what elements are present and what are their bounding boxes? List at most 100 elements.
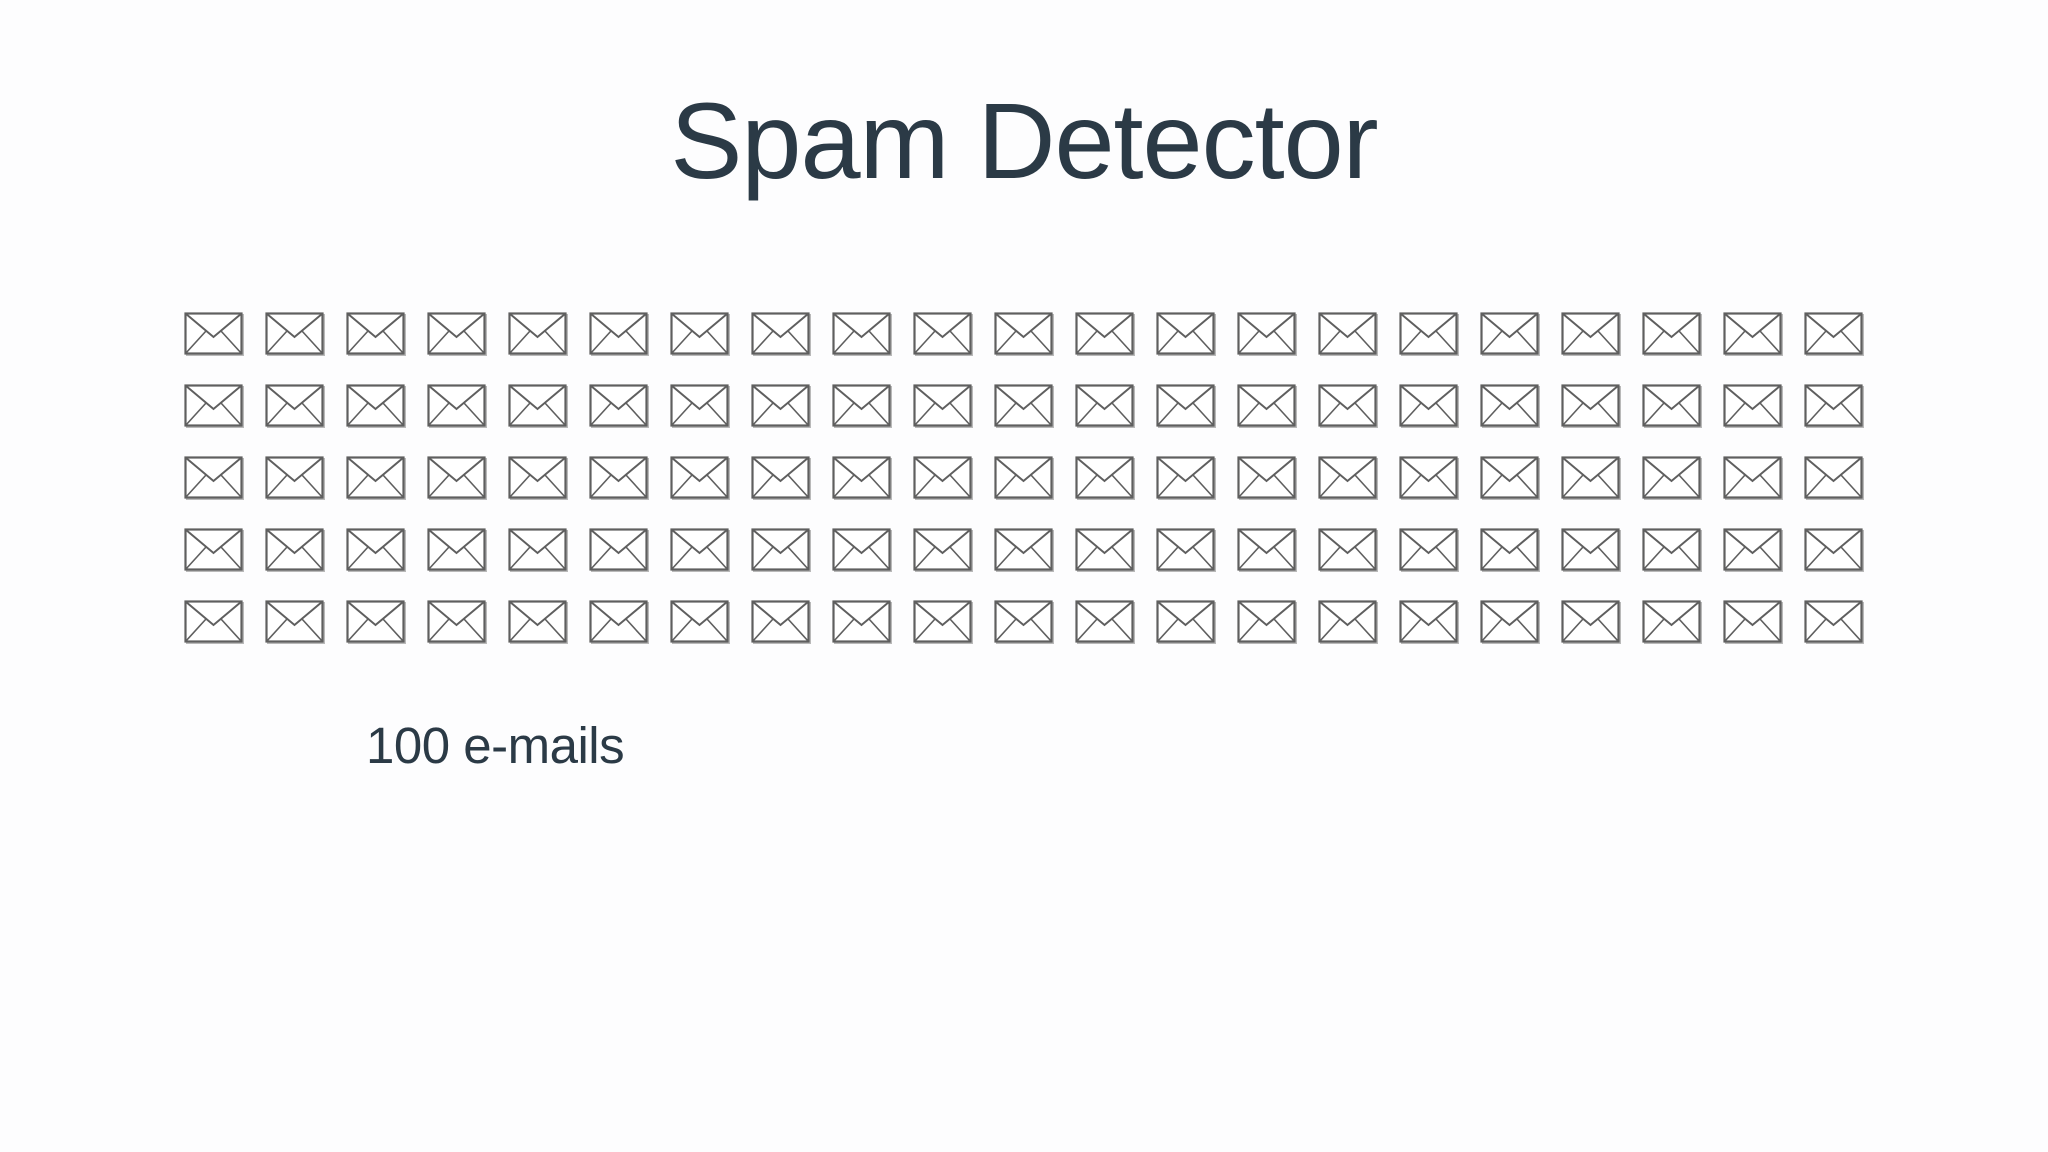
envelope-icon (346, 384, 408, 432)
slide-title: Spam Detector (670, 80, 1378, 201)
envelope-icon (346, 600, 408, 648)
envelope-icon (1804, 528, 1866, 576)
envelope-icon (1480, 528, 1542, 576)
envelope-icon (1318, 456, 1380, 504)
envelope-icon (832, 384, 894, 432)
envelope-icon (1318, 312, 1380, 360)
envelope-icon (1804, 312, 1866, 360)
envelope-icon (427, 312, 489, 360)
envelope-icon (589, 456, 651, 504)
envelope-icon (1561, 456, 1623, 504)
envelope-icon (832, 600, 894, 648)
envelope-icon (832, 528, 894, 576)
envelope-icon (1480, 384, 1542, 432)
envelope-icon (1723, 528, 1785, 576)
envelope-icon (1075, 456, 1137, 504)
envelope-icon (589, 528, 651, 576)
envelope-icon (427, 528, 489, 576)
envelope-icon (994, 312, 1056, 360)
envelope-icon (832, 312, 894, 360)
envelope-icon (265, 600, 327, 648)
envelope-icon (508, 456, 570, 504)
envelope-icon (1480, 456, 1542, 504)
envelope-icon (1561, 384, 1623, 432)
envelope-icon (1318, 528, 1380, 576)
envelope-icon (1723, 600, 1785, 648)
envelope-icon (670, 600, 732, 648)
envelope-icon (1156, 384, 1218, 432)
envelope-icon (427, 384, 489, 432)
envelope-icon (589, 312, 651, 360)
envelope-icon (1156, 600, 1218, 648)
envelope-icon (751, 600, 813, 648)
envelope-icon (1399, 456, 1461, 504)
envelope-icon (670, 384, 732, 432)
envelope-icon (751, 312, 813, 360)
envelope-icon (346, 528, 408, 576)
envelope-icon (184, 528, 246, 576)
envelope-icon (1561, 312, 1623, 360)
envelope-icon (994, 456, 1056, 504)
envelope-icon (1075, 600, 1137, 648)
envelope-icon (1399, 528, 1461, 576)
envelope-icon (184, 456, 246, 504)
envelope-icon (1237, 600, 1299, 648)
envelope-icon (508, 312, 570, 360)
envelope-grid (184, 312, 1864, 652)
envelope-icon (1480, 600, 1542, 648)
envelope-icon (346, 456, 408, 504)
envelope-icon (589, 600, 651, 648)
envelope-icon (589, 384, 651, 432)
envelope-icon (913, 456, 975, 504)
envelope-icon (913, 528, 975, 576)
envelope-icon (913, 600, 975, 648)
envelope-icon (670, 528, 732, 576)
email-count-label: 100 e-mails (366, 717, 625, 774)
envelope-icon (1237, 384, 1299, 432)
envelope-icon (1237, 456, 1299, 504)
envelope-icon (346, 312, 408, 360)
envelope-icon (1480, 312, 1542, 360)
envelope-icon (751, 528, 813, 576)
envelope-icon (1642, 312, 1704, 360)
envelope-icon (1075, 528, 1137, 576)
envelope-icon (184, 312, 246, 360)
envelope-icon (751, 384, 813, 432)
envelope-icon (1156, 312, 1218, 360)
envelope-icon (1804, 456, 1866, 504)
envelope-icon (1075, 312, 1137, 360)
envelope-icon (265, 312, 327, 360)
envelope-icon (184, 384, 246, 432)
envelope-icon (265, 528, 327, 576)
envelope-icon (1642, 384, 1704, 432)
envelope-icon (1399, 600, 1461, 648)
envelope-icon (265, 456, 327, 504)
envelope-icon (1156, 456, 1218, 504)
envelope-icon (508, 600, 570, 648)
envelope-icon (670, 312, 732, 360)
envelope-icon (913, 384, 975, 432)
envelope-icon (1723, 384, 1785, 432)
envelope-icon (1318, 600, 1380, 648)
envelope-icon (1318, 384, 1380, 432)
envelope-icon (1561, 528, 1623, 576)
envelope-icon (1723, 312, 1785, 360)
envelope-icon (1642, 600, 1704, 648)
envelope-icon (994, 384, 1056, 432)
envelope-icon (184, 600, 246, 648)
envelope-icon (508, 384, 570, 432)
envelope-icon (751, 456, 813, 504)
envelope-icon (1723, 456, 1785, 504)
envelope-icon (670, 456, 732, 504)
envelope-icon (994, 528, 1056, 576)
envelope-icon (1804, 384, 1866, 432)
envelope-icon (427, 456, 489, 504)
envelope-icon (1804, 600, 1866, 648)
envelope-icon (913, 312, 975, 360)
envelope-icon (1399, 312, 1461, 360)
envelope-icon (1237, 528, 1299, 576)
envelope-icon (1075, 384, 1137, 432)
envelope-icon (508, 528, 570, 576)
envelope-icon (265, 384, 327, 432)
